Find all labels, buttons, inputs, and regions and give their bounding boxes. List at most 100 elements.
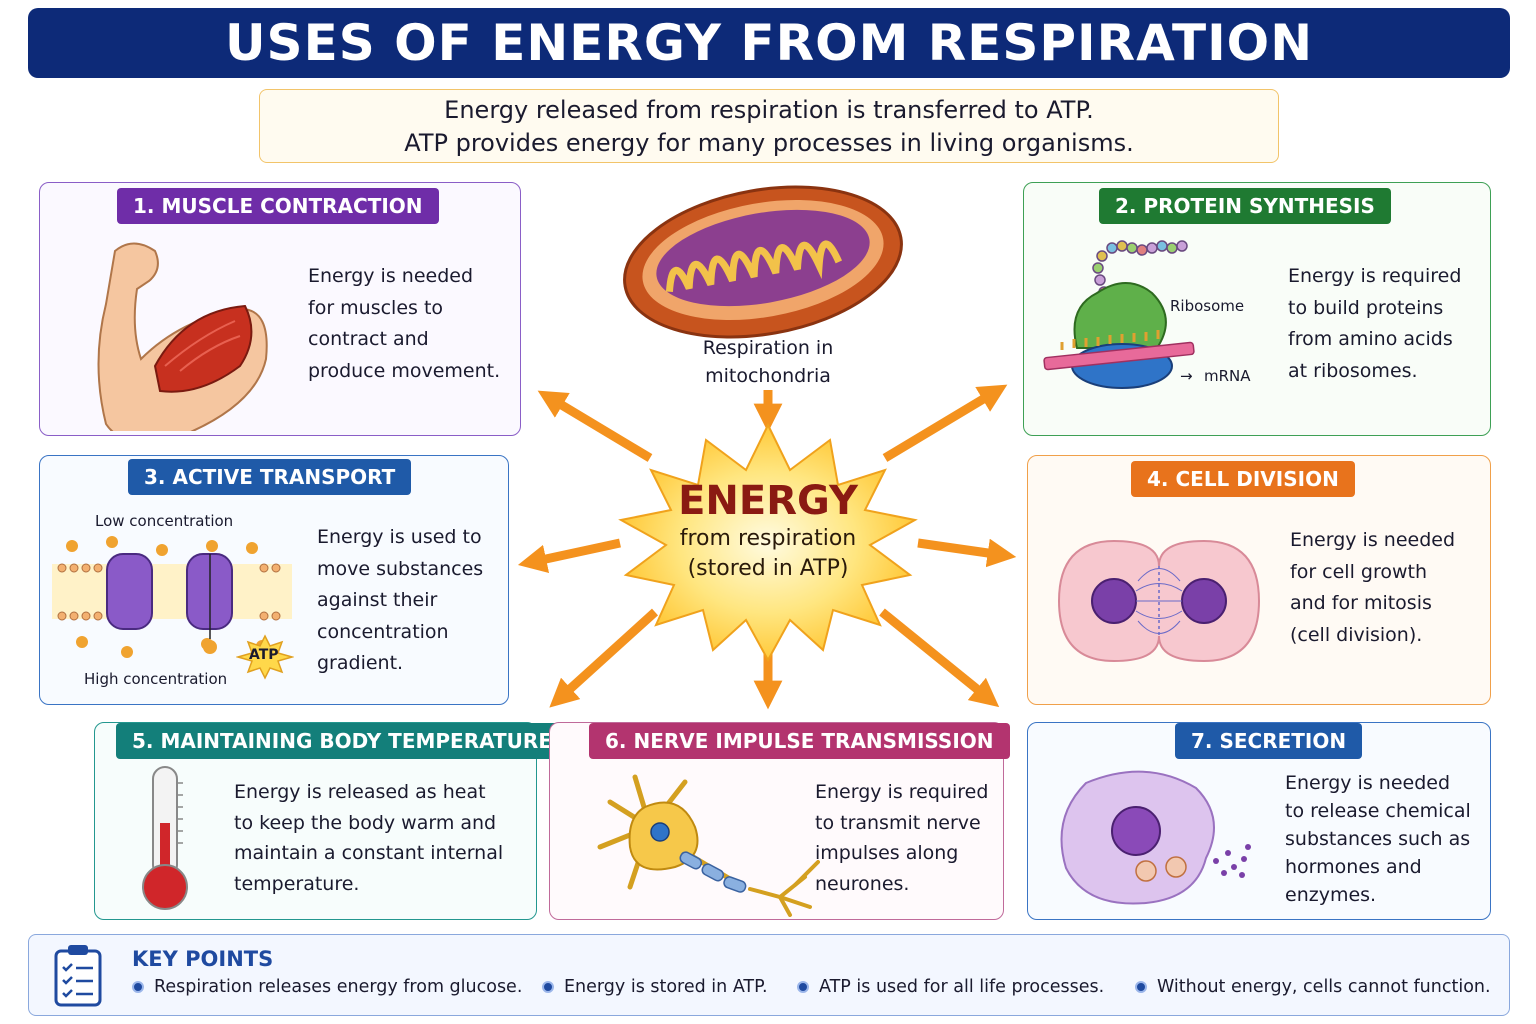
key-point-4: Without energy, cells cannot function.	[1135, 977, 1491, 997]
arrow-muscle	[537, 390, 653, 462]
muscle-title-badge: 1. MUSCLE CONTRACTION	[117, 188, 439, 224]
key-points-title: KEY POINTS	[132, 947, 274, 971]
secretion-line-4: hormones and	[1285, 856, 1422, 878]
muscle-line-1: Energy is needed	[308, 265, 474, 287]
muscle-description: Energy is needed for muscles to contract…	[308, 261, 500, 387]
secretion-line-1: Energy is needed	[1285, 772, 1451, 794]
key-point-2-text: Energy is stored in ATP.	[564, 977, 768, 997]
high-concentration-label: High concentration	[84, 670, 228, 688]
bullet-icon	[797, 981, 809, 993]
protein-line-2: to build proteins	[1288, 296, 1444, 319]
transport-description: Energy is used to move substances agains…	[317, 522, 483, 680]
title-banner: USES OF ENERGY FROM RESPIRATION	[28, 8, 1510, 78]
arrow-protein	[882, 384, 1008, 462]
card-nerve-impulse: 6. NERVE IMPULSE TRANSMISSION Energy is …	[549, 722, 1010, 920]
mito-caption-line-2: mitochondria	[705, 365, 831, 387]
cell-membrane-icon	[52, 536, 292, 658]
atp-label: ATP	[249, 647, 279, 663]
nerve-title-badge: 6. NERVE IMPULSE TRANSMISSION	[589, 723, 1010, 759]
temperature-title-badge: 5. MAINTAINING BODY TEMPERATURE	[116, 723, 568, 759]
card-secretion: 7. SECRETION Energy is needed to release…	[1027, 722, 1491, 920]
card-muscle-contraction: 1. MUSCLE CONTRACTION Energy is needed f…	[39, 182, 521, 436]
arrow-temperature	[549, 608, 659, 708]
transport-line-2: move substances	[317, 557, 484, 580]
key-point-2: Energy is stored in ATP.	[542, 977, 768, 997]
key-point-1-text: Respiration releases energy from glucose…	[154, 977, 523, 997]
flexed-arm-icon	[97, 242, 268, 431]
division-description: Energy is needed for cell growth and for…	[1290, 525, 1455, 651]
protein-title-badge: 2. PROTEIN SYNTHESIS	[1099, 188, 1391, 224]
transport-title-badge: 3. ACTIVE TRANSPORT	[128, 459, 412, 495]
transport-line-3: against their	[317, 589, 438, 611]
secreting-cell-icon	[1060, 770, 1251, 905]
division-line-4: (cell division).	[1290, 623, 1423, 646]
transport-line-5: gradient.	[317, 652, 404, 674]
division-line-1: Energy is needed	[1290, 529, 1456, 551]
key-point-3-text: ATP is used for all life processes.	[819, 977, 1105, 997]
intro-box: Energy released from respiration is tran…	[259, 89, 1279, 163]
temperature-line-4: temperature.	[234, 872, 360, 895]
division-line-2: for cell growth	[1290, 560, 1428, 583]
atp-burst-icon	[236, 634, 294, 680]
transport-line-1: Energy is used to	[317, 526, 482, 548]
mrna-label-arrow: →	[1180, 367, 1193, 385]
card-protein-synthesis: 2. PROTEIN SYNTHESIS Ribosome → mRNA Ene…	[1023, 182, 1491, 436]
card-body-temperature: 5. MAINTAINING BODY TEMPERATURE Energy i…	[94, 722, 568, 920]
secretion-description: Energy is needed to release chemical sub…	[1285, 769, 1471, 909]
temperature-line-2: to keep the body warm and	[234, 811, 497, 834]
temperature-line-3: maintain a constant internal	[234, 842, 504, 864]
secretion-line-3: substances such as	[1285, 828, 1471, 850]
key-point-3: ATP is used for all life processes.	[797, 977, 1104, 997]
bullet-icon	[132, 981, 144, 993]
energy-center-text: ENERGY from respiration (stored in ATP)	[643, 478, 893, 584]
protein-line-4: at ribosomes.	[1288, 359, 1418, 382]
mrna-label: mRNA	[1204, 367, 1251, 385]
nerve-line-3: impulses along	[815, 842, 959, 864]
key-points-panel: KEY POINTS Respiration releases energy f…	[28, 934, 1510, 1016]
intro-line-1: Energy released from respiration is tran…	[444, 96, 1094, 124]
mitochondrion-illustration	[623, 185, 903, 339]
ribosome-icon	[1043, 240, 1195, 389]
muscle-line-3: contract and	[308, 328, 429, 350]
temperature-line-1: Energy is released as heat	[234, 781, 486, 803]
ribosome-label: Ribosome	[1170, 297, 1245, 315]
mitochondria-caption: Respiration in mitochondria	[668, 334, 868, 390]
temperature-description: Energy is released as heat to keep the b…	[234, 777, 503, 899]
energy-heading: ENERGY	[678, 478, 858, 524]
thermometer-icon	[142, 766, 188, 910]
muscle-line-2: for muscles to	[308, 296, 444, 319]
secretion-line-5: enzymes.	[1285, 884, 1377, 906]
arrow-transport	[517, 538, 621, 574]
bullet-icon	[542, 981, 554, 993]
key-point-1: Respiration releases energy from glucose…	[132, 977, 522, 997]
secretion-title-badge: 7. SECRETION	[1175, 723, 1363, 759]
nerve-description: Energy is required to transmit nerve imp…	[815, 777, 988, 899]
nerve-line-2: to transmit nerve	[815, 811, 981, 834]
arrow-division	[917, 538, 1017, 568]
nerve-line-4: neurones.	[815, 872, 910, 895]
division-line-3: and for mitosis	[1290, 592, 1432, 614]
energy-sub-2: (stored in ATP)	[687, 556, 849, 581]
low-concentration-label: Low concentration	[95, 512, 234, 530]
energy-sub-1: from respiration	[679, 526, 857, 551]
key-point-4-text: Without energy, cells cannot function.	[1157, 977, 1491, 997]
card-active-transport: 3. ACTIVE TRANSPORT Low concentration AT…	[39, 455, 509, 705]
protein-line-3: from amino acids	[1288, 328, 1453, 350]
energy-starburst	[618, 422, 918, 663]
nerve-line-1: Energy is required	[815, 781, 989, 803]
dividing-cell-icon	[1057, 539, 1261, 663]
muscle-line-4: produce movement.	[308, 359, 501, 382]
transport-line-4: concentration	[317, 620, 449, 643]
protein-line-1: Energy is required	[1288, 265, 1462, 287]
intro-line-2: ATP provides energy for many processes i…	[404, 129, 1134, 157]
protein-description: Energy is required to build proteins fro…	[1288, 261, 1461, 387]
bullet-icon	[1135, 981, 1147, 993]
arrow-secretion	[879, 608, 1000, 708]
division-title-badge: 4. CELL DIVISION	[1131, 461, 1355, 497]
neurone-icon	[597, 774, 820, 917]
card-cell-division: 4. CELL DIVISION Energy is needed for ce…	[1027, 455, 1491, 705]
page-title: USES OF ENERGY FROM RESPIRATION	[224, 14, 1314, 72]
mito-caption-line-1: Respiration in	[702, 337, 834, 359]
clipboard-checklist-icon	[54, 945, 102, 1007]
